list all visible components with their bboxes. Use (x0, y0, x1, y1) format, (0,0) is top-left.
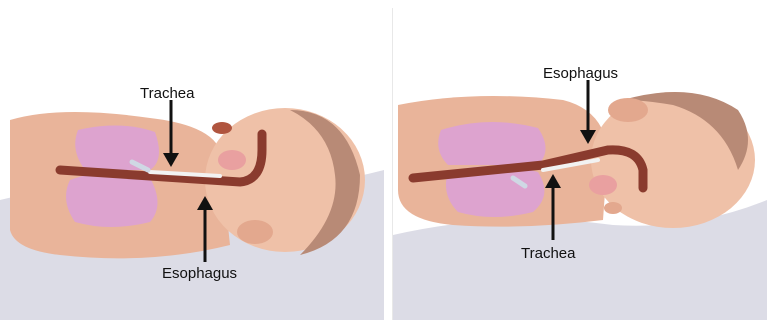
lung-upper (438, 122, 545, 165)
baby-cheek (218, 150, 246, 170)
baby-nose (604, 202, 622, 214)
label-esophagus: Esophagus (162, 266, 237, 281)
baby-cheek (589, 175, 617, 195)
baby-mouth (212, 122, 232, 134)
panel-back-sleeping: Trachea Esophagus (0, 0, 384, 329)
lung-upper (75, 125, 159, 170)
baby-ear (608, 98, 648, 122)
lung-lower (66, 172, 158, 227)
label-esophagus: Esophagus (543, 66, 618, 81)
panel-stomach-sleeping: Esophagus Trachea (393, 0, 767, 329)
label-trachea: Trachea (521, 246, 575, 261)
baby-ear (237, 220, 273, 244)
stomach-sleeping-illustration (393, 0, 767, 329)
label-trachea: Trachea (140, 86, 194, 101)
